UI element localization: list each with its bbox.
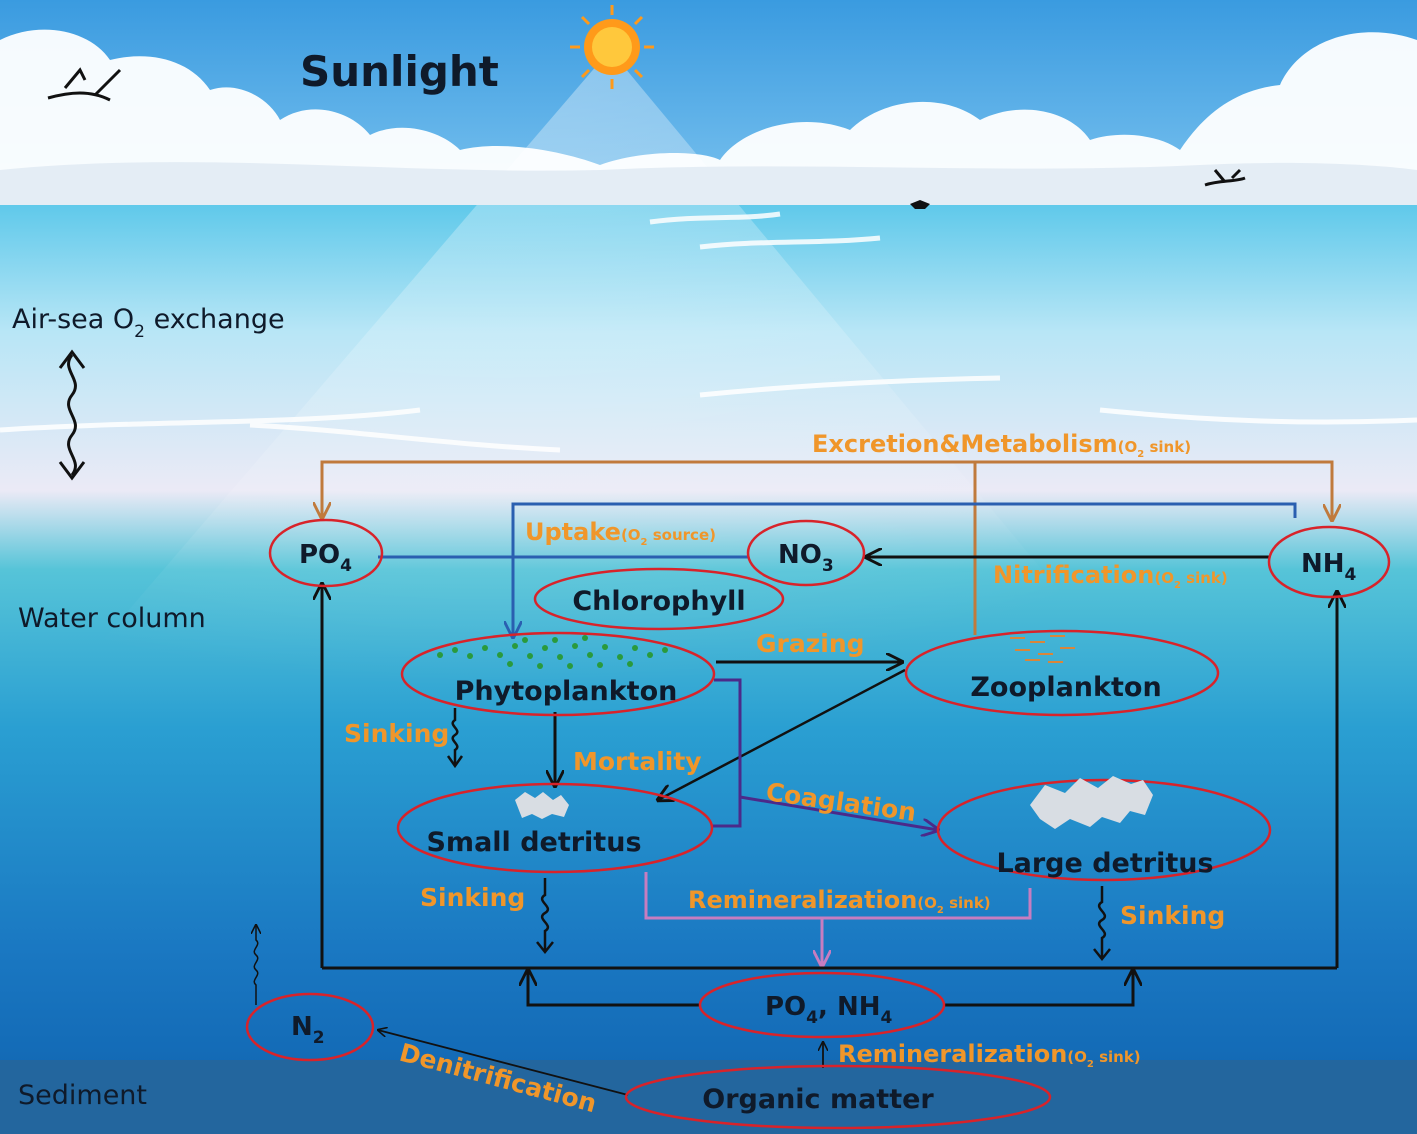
- phytoplankton-node: [400, 631, 716, 717]
- uptake-label: Uptake(O2 source): [525, 518, 716, 548]
- nh4-node: [1267, 525, 1391, 599]
- phytoplankton-cells: [437, 635, 668, 669]
- zooplankton-node: [904, 629, 1220, 717]
- excretion-label: Excretion&Metabolism(O2 sink): [812, 430, 1191, 460]
- nh4-label: NH4: [1301, 549, 1357, 585]
- po4-nh4-node: [698, 971, 946, 1039]
- po4-node: [268, 518, 384, 588]
- chlorophyll-label: Chlorophyll: [572, 586, 745, 617]
- excretion-arrow: [322, 460, 1332, 635]
- small-detritus-node: [396, 782, 714, 874]
- air-sea-label: Air-sea O2 exchange: [12, 304, 285, 342]
- regeneration-loop: [322, 584, 1337, 1007]
- grazing-label: Grazing: [756, 629, 865, 658]
- large-detritus-particles: [1030, 776, 1153, 829]
- denitrification-arrow: [378, 1030, 629, 1096]
- chlorophyll-node: [533, 567, 785, 631]
- nitrification-label: Nitrification(O2 sink): [993, 561, 1228, 591]
- sunlight-label: Sunlight: [300, 47, 499, 96]
- no3-node: [746, 519, 866, 587]
- small-detritus-label: Small detritus: [426, 827, 641, 858]
- n2-node: [245, 992, 375, 1062]
- sinking-large-arrow: [1093, 886, 1111, 962]
- cloud-shading: [0, 162, 1417, 205]
- po4-nh4-label: PO4, NH4: [765, 992, 892, 1028]
- sinking-small-label: Sinking: [420, 883, 525, 912]
- remin-water-label: Remineralization(O2 sink): [688, 886, 991, 916]
- zooplankton-icons: [1010, 635, 1075, 663]
- sinking-phyto-arrow: [446, 708, 464, 769]
- organic-matter-label: Organic matter: [702, 1084, 934, 1115]
- remineralization-arrow: [644, 872, 1032, 966]
- clouds: [0, 29, 1417, 205]
- water-column-label: Water column: [18, 603, 206, 634]
- n2-outgassing-arrow: [254, 925, 257, 1005]
- sediment-label: Sediment: [18, 1080, 147, 1111]
- sinking-small-arrow: [536, 878, 554, 955]
- large-detritus-node: [936, 778, 1272, 882]
- no3-label: NO3: [778, 540, 834, 576]
- remin-sed-label: Remineralization(O2 sink): [838, 1040, 1141, 1070]
- sinking-large-label: Sinking: [1120, 901, 1225, 930]
- wave-highlights: [0, 211, 1417, 453]
- zoo-mortality-arrow: [658, 668, 906, 800]
- large-detritus-label: Large detritus: [996, 848, 1213, 879]
- zooplankton-label: Zooplankton: [970, 672, 1161, 703]
- bird-icon-left: [47, 67, 122, 102]
- air-sea-exchange-arrow: [58, 349, 86, 481]
- organic-matter-node: [624, 1064, 1052, 1130]
- po4-label: PO4: [299, 540, 352, 576]
- coaglation-arrow: [712, 678, 938, 830]
- bird-icon-right: [1204, 168, 1246, 187]
- uptake-arrow: [378, 502, 1297, 637]
- bird-icon-mid: [910, 200, 930, 209]
- sinking-phyto-label: Sinking: [344, 719, 449, 748]
- mortality-label: Mortality: [573, 747, 702, 776]
- n2-label: N2: [291, 1012, 325, 1048]
- sun-icon: [570, 5, 654, 89]
- small-detritus-particles: [515, 792, 569, 819]
- phytoplankton-label: Phytoplankton: [455, 676, 678, 707]
